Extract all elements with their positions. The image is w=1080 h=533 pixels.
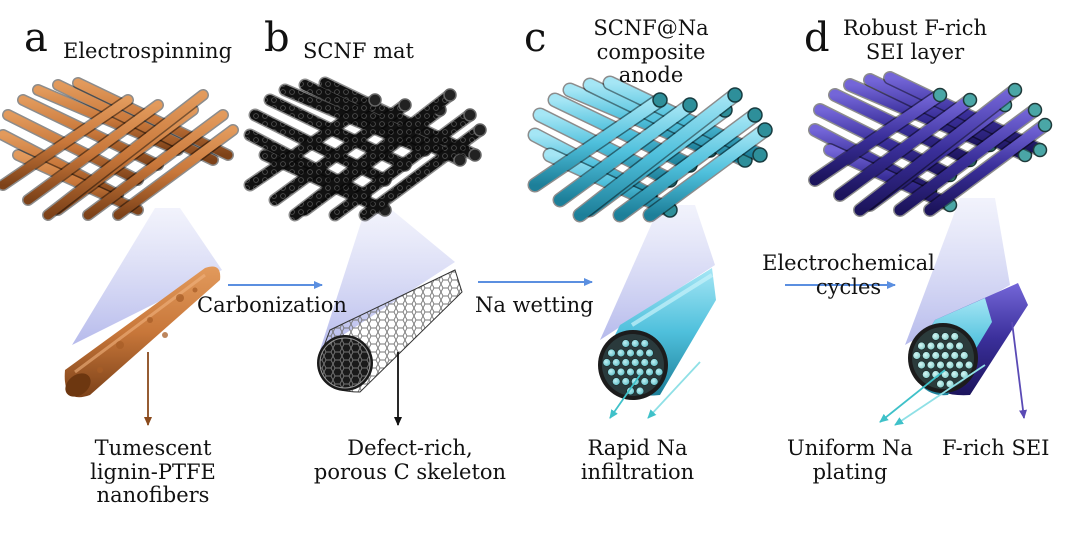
zoom-cone-a <box>72 208 222 345</box>
callout-arrow-c1 <box>609 374 641 419</box>
callout-arrow-d3 <box>1011 321 1027 419</box>
zoom-cone-c <box>600 205 715 340</box>
process-label-carbonization: Carbonization <box>197 293 347 317</box>
panel-letter-d: d <box>804 15 830 61</box>
panel-title-d: Robust F-rich SEI layer <box>842 16 988 64</box>
fiber-mat-d <box>808 71 1053 217</box>
fiber-mat-a <box>0 77 239 221</box>
annotation-rapid-na-infiltration: Rapid Na infiltration <box>580 436 695 484</box>
fiber-mat-b <box>243 76 487 222</box>
panel-title-a: Electrospinning <box>63 39 233 63</box>
single-fiber-a <box>64 266 221 398</box>
panel-title-b: SCNF mat <box>303 39 414 63</box>
panel-letter-c: c <box>524 15 547 61</box>
single-fiber-c <box>598 268 716 400</box>
annotation-uniform-na-plating: Uniform Na plating <box>787 436 913 484</box>
process-label-electrochemical-cycles: Electrochemical cycles <box>762 251 935 299</box>
annotation-tumescent-fibers: Tumescent lignin-PTFE nanofibers <box>90 436 216 508</box>
zoom-cone-d <box>905 198 1010 345</box>
callout-arrow-d2 <box>894 364 986 426</box>
zoom-cone-b <box>320 210 455 350</box>
single-fiber-b <box>317 269 463 393</box>
annotation-f-rich-sei: F-rich SEI <box>942 436 1050 460</box>
panel-letter-b: b <box>264 15 290 61</box>
fiber-mat-c <box>527 75 773 223</box>
panel-title-c: SCNF@Na composite anode <box>593 16 709 88</box>
process-label-na-wetting: Na wetting <box>475 293 594 317</box>
annotation-defect-rich-skeleton: Defect-rich, porous C skeleton <box>313 436 507 484</box>
single-fiber-d <box>908 283 1028 396</box>
callout-arrow-c2 <box>647 361 701 419</box>
panel-letter-a: a <box>24 15 48 61</box>
callout-arrow-d1 <box>879 369 946 423</box>
